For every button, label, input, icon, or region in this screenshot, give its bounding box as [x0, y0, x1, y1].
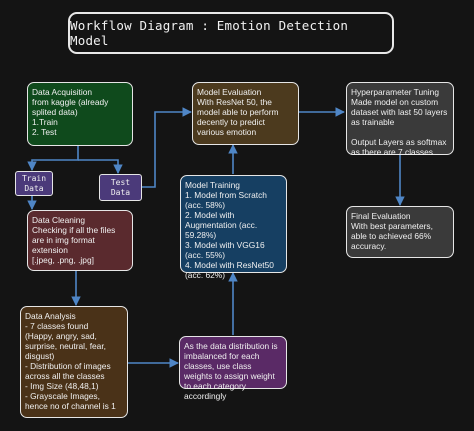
- node-model-training: Model Training 1. Model from Scratch (ac…: [180, 175, 287, 280]
- node-data-cleaning: Data Cleaning Checking if all the files …: [27, 210, 133, 271]
- arrow-acquisition-to-test: [78, 159, 123, 174]
- arrow-test-to-evaluation: [142, 107, 192, 188]
- node-test-data: Test Data: [99, 174, 142, 201]
- node-data-acquisition: Data Acquisition from kaggle (already sp…: [27, 82, 133, 146]
- node-data-analysis: Data Analysis - 7 classes found (Happy, …: [20, 306, 128, 418]
- node-final-evaluation: Final Evaluation With best parameters, a…: [346, 206, 454, 258]
- arrow-acquisition-to-train: [27, 146, 79, 171]
- node-train-data: Train Data: [15, 171, 53, 196]
- node-class-weights: As the data distribution is imbalanced f…: [179, 336, 287, 401]
- node-hyperparameter-tuning: Hyperparameter Tuning Made model on cust…: [346, 82, 454, 157]
- diagram-title: Workflow Diagram : Emotion Detection Mod…: [68, 12, 394, 54]
- node-model-evaluation: Model Evaluation With ResNet 50, the mod…: [192, 82, 299, 145]
